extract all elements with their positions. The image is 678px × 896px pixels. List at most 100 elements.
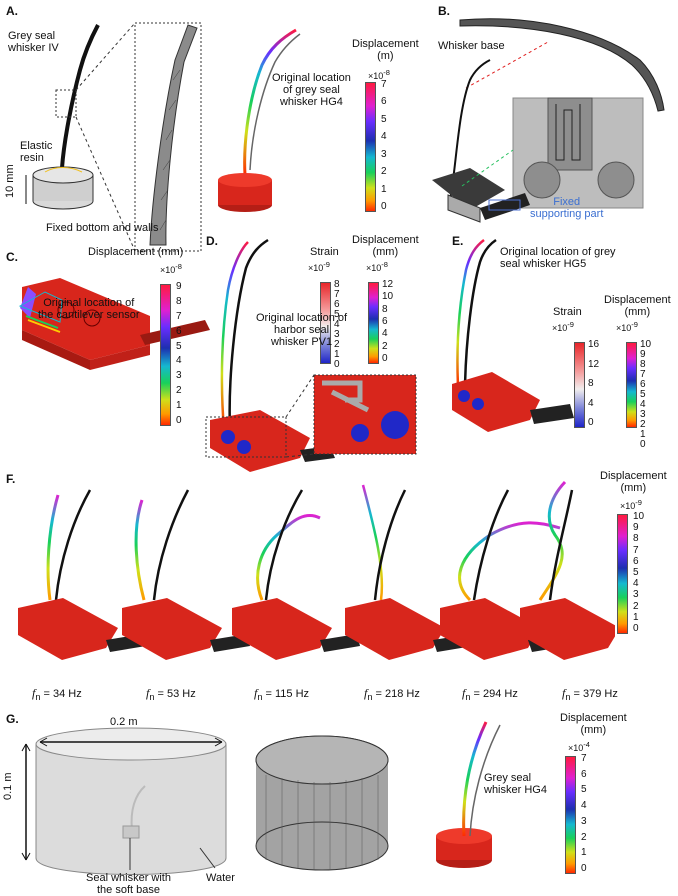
colorbar-g <box>565 756 576 874</box>
water-label: Water <box>206 872 235 884</box>
tick: 2 <box>640 419 646 430</box>
tick: 2 <box>382 340 388 352</box>
tick: 16 <box>588 339 600 350</box>
strain-e-title: Strain <box>553 306 582 318</box>
panel-d-label: D. <box>206 234 218 248</box>
tick: 3 <box>334 329 340 340</box>
disp-d-title: Displacement (mm) <box>352 234 419 258</box>
tick: 0 <box>381 200 387 212</box>
tick: 0 <box>382 352 388 364</box>
tick: 6 <box>633 555 639 567</box>
cantilever-original-label: Original location of the cantilever sens… <box>38 297 140 321</box>
tick: 1 <box>581 847 587 859</box>
colorbar-a-title: Displacement (m) <box>352 38 419 62</box>
disp-colorbar-e <box>626 342 637 428</box>
resin-label: Elastic resin <box>20 140 53 164</box>
hg5-original-label: Original location of grey seal whisker H… <box>500 246 616 270</box>
freq-6: fn = 379 Hz <box>562 686 618 703</box>
mode-shapes <box>18 480 615 660</box>
tick: 9 <box>176 281 182 292</box>
colorbar-a-ticks: 7 6 5 4 3 2 1 0 <box>381 80 387 212</box>
tick: 2 <box>633 600 639 612</box>
tick: 5 <box>381 113 387 125</box>
tick: 10 <box>382 291 394 303</box>
tick: 3 <box>581 815 587 827</box>
colorbar-f-title: Displacement (mm) <box>600 470 667 494</box>
tick: 4 <box>640 399 646 410</box>
tick: 5 <box>633 566 639 578</box>
tick: 8 <box>382 303 388 315</box>
colorbar-f-multiplier: ×10-9 <box>620 498 642 511</box>
colorbar-a-multiplier: ×10-8 <box>368 68 390 81</box>
tick: 8 <box>334 279 340 290</box>
tick: 2 <box>176 385 182 397</box>
tick: 4 <box>381 131 387 143</box>
hg4-g-label: Grey seal whisker HG4 <box>484 772 547 796</box>
tick: 8 <box>633 533 639 545</box>
freq-4: fn = 218 Hz <box>364 686 420 703</box>
tick: 6 <box>640 379 646 390</box>
mode-1 <box>18 489 146 660</box>
tick: 10 <box>633 511 645 522</box>
tick: 1 <box>334 349 340 360</box>
width-label: 0.2 m <box>110 716 138 728</box>
mode-6 <box>520 480 615 660</box>
height-label: 0.1 m <box>2 772 14 800</box>
tick: 1 <box>176 400 182 411</box>
fixed-support-label: Fixed supporting part <box>530 196 604 220</box>
pv1-original-label: Original location of harbor seal whisker… <box>256 312 348 348</box>
colorbar-c <box>160 284 171 426</box>
strain-colorbar-d <box>320 282 331 364</box>
tick: 4 <box>581 800 587 812</box>
tick: 9 <box>633 522 639 534</box>
tick: 7 <box>640 369 646 380</box>
tick: 8 <box>640 359 646 370</box>
strain-e-ticks: 16 12 8 4 0 <box>588 340 599 428</box>
mode-2 <box>122 489 250 660</box>
whisker-base-label: Whisker base <box>438 40 505 52</box>
colorbar-c-multiplier: ×10-8 <box>160 262 182 275</box>
tick: 0 <box>581 862 587 874</box>
tick: 3 <box>381 148 387 160</box>
tick: 8 <box>588 378 594 389</box>
freq-2: fn = 53 Hz <box>146 686 196 703</box>
colorbar-c-ticks: 9 8 7 6 5 4 3 2 1 0 <box>176 282 182 426</box>
panel-c-label: C. <box>6 250 18 264</box>
strain-d-multiplier: ×10-9 <box>308 260 330 273</box>
tick: 8 <box>176 295 182 307</box>
scale-label: 10 mm <box>4 164 16 198</box>
strain-d-title: Strain <box>310 246 339 258</box>
tick: 0 <box>640 439 646 450</box>
disp-colorbar-d <box>368 282 379 364</box>
disp-e-multiplier: ×10-9 <box>616 320 638 333</box>
panel-f-label: F. <box>6 472 16 486</box>
panel-a-label: A. <box>6 4 18 18</box>
tick: 5 <box>581 784 587 796</box>
tick: 10 <box>640 339 652 350</box>
tick: 0 <box>633 622 639 634</box>
tick: 12 <box>588 358 600 370</box>
tick: 5 <box>176 340 182 352</box>
tick: 1 <box>381 183 387 195</box>
panel-b-label: B. <box>438 4 450 18</box>
colorbar-a <box>365 82 376 212</box>
tick: 6 <box>381 96 387 108</box>
tick: 6 <box>176 325 182 337</box>
colorbar-g-multiplier: ×10-4 <box>568 740 590 753</box>
tick: 0 <box>588 417 594 428</box>
tick: 5 <box>334 309 340 320</box>
disp-e-title: Displacement (mm) <box>604 294 671 318</box>
colorbar-c-title: Displacement (mm) <box>88 246 184 258</box>
tick: 6 <box>581 768 587 780</box>
whisker-base-g-label: Seal whisker with the soft base <box>86 872 171 896</box>
tick: 6 <box>334 299 340 310</box>
strain-e-multiplier: ×10-9 <box>552 320 574 333</box>
disp-e-ticks: 10 9 8 7 6 5 4 3 2 1 0 <box>640 339 652 450</box>
whisker-iv-label: Grey seal whisker IV <box>8 30 59 54</box>
colorbar-f-ticks: 10 9 8 7 6 5 4 3 2 1 0 <box>633 512 644 634</box>
tick: 3 <box>633 589 639 601</box>
tick: 12 <box>382 279 394 290</box>
strain-colorbar-e <box>574 342 585 428</box>
freq-1: fn = 34 Hz <box>32 686 82 703</box>
